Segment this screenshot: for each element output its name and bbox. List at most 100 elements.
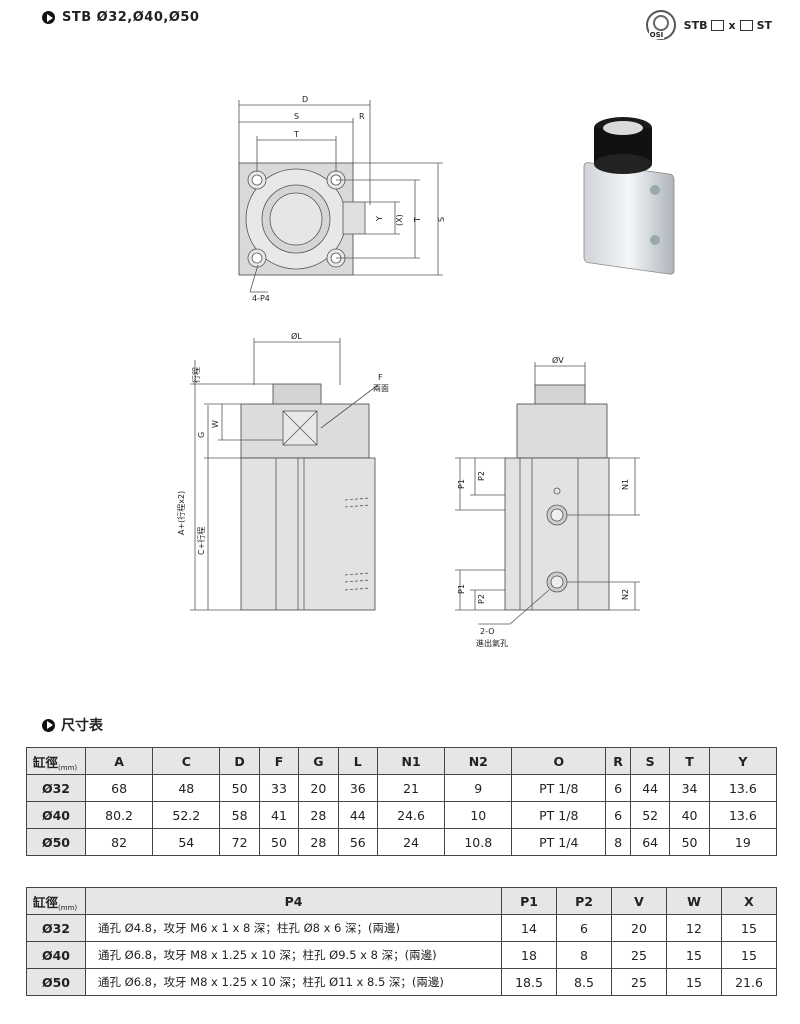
table-cell: 通孔 Ø4.8，攻牙 M6 x 1 x 8 深；柱孔 Ø8 x 6 深；(兩邊)	[85, 914, 502, 942]
table-cell: 25	[611, 968, 667, 996]
column-header: P2	[556, 887, 612, 915]
table-cell: 72	[219, 828, 260, 856]
dim-l: ØL	[291, 331, 302, 341]
page-header: STB Ø32,Ø40,Ø50	[42, 10, 199, 25]
table-cell: 20	[611, 914, 667, 942]
table-cell: 15	[666, 968, 722, 996]
table-cell: 10	[444, 801, 513, 829]
column-header: Y	[708, 747, 778, 775]
dim-f: F	[378, 373, 383, 382]
bore-cell: Ø50	[26, 828, 86, 856]
dim-r: R	[359, 112, 365, 121]
blank-box-icon	[739, 19, 753, 31]
table-cell: 8	[556, 941, 612, 969]
column-header: D	[219, 747, 260, 775]
dim-y: Y	[375, 216, 384, 222]
blank-box-icon	[711, 19, 725, 31]
bullet-icon	[42, 718, 55, 732]
dim-g: G	[197, 432, 206, 438]
model-suffix: ST	[756, 18, 772, 32]
dim-w: W	[211, 420, 220, 428]
table-cell: 50	[669, 828, 710, 856]
table-cell: PT 1/8	[511, 801, 607, 829]
table-cell: 10.8	[444, 828, 513, 856]
bore-cell: Ø40	[26, 801, 86, 829]
table-cell: 44	[337, 801, 378, 829]
column-header: P1	[501, 887, 557, 915]
dim-x: (X)	[395, 214, 404, 226]
table-cell: 8.5	[556, 968, 612, 996]
table-cell: 52	[629, 801, 671, 829]
dim-p1b: P1	[457, 584, 466, 594]
column-header: A	[84, 747, 154, 775]
table-cell: 13.6	[708, 774, 778, 802]
table-cell: 24.6	[376, 801, 446, 829]
dim-o: 2-O	[480, 627, 495, 636]
dim-f-note: 兩面	[373, 384, 389, 393]
brand-logo-icon: OSI	[645, 10, 676, 40]
table-cell: 15	[721, 941, 777, 969]
column-header: X	[721, 887, 777, 915]
dim-stroke: 行程	[191, 367, 201, 383]
table-cell: 21.6	[721, 968, 777, 996]
table-cell: 6	[605, 774, 631, 802]
table-cell: 44	[629, 774, 671, 802]
table-cell: 41	[258, 801, 300, 829]
dim-t-v: T	[413, 217, 422, 223]
table-cell: 54	[152, 828, 221, 856]
table-cell: 6	[556, 914, 612, 942]
column-header: N1	[376, 747, 446, 775]
table-cell: 50	[258, 828, 300, 856]
table-cell: 15	[721, 914, 777, 942]
table-cell: 12	[666, 914, 722, 942]
column-header: P4	[85, 887, 502, 915]
dim-p1a: P1	[457, 479, 466, 489]
page-title: STB Ø32,Ø40,Ø50	[62, 10, 200, 25]
table-cell: 19	[708, 828, 778, 856]
bullet-icon	[42, 11, 55, 24]
table-cell: 8	[605, 828, 631, 856]
dim-t: T	[293, 130, 299, 139]
table-cell: 28	[298, 801, 339, 829]
table-cell: 13.6	[708, 801, 778, 829]
dim-p4: 4-P4	[252, 294, 270, 303]
column-header: S	[629, 747, 671, 775]
table-cell: 15	[666, 941, 722, 969]
table-cell: 25	[611, 941, 667, 969]
table-cell: 通孔 Ø6.8，攻牙 M8 x 1.25 x 10 深；柱孔 Ø9.5 x 8 …	[85, 941, 502, 969]
dim-n2: N2	[621, 589, 630, 600]
table-cell: 36	[337, 774, 378, 802]
table-cell: 18.5	[501, 968, 557, 996]
table-cell: 6	[605, 801, 631, 829]
column-header: V	[611, 887, 667, 915]
column-header: O	[511, 747, 607, 775]
table-cell: 14	[501, 914, 557, 942]
bore-cell: Ø32	[26, 774, 86, 802]
dim-v: ØV	[552, 355, 564, 365]
corner-cell: 缸徑(mm)	[26, 887, 86, 915]
table-cell: 82	[84, 828, 154, 856]
column-header: R	[605, 747, 631, 775]
table-cell: PT 1/4	[511, 828, 607, 856]
column-header: C	[152, 747, 221, 775]
table-cell: 20	[298, 774, 339, 802]
table-cell: 80.2	[84, 801, 154, 829]
table-cell: 68	[84, 774, 154, 802]
column-header: T	[669, 747, 710, 775]
section-title: 尺寸表	[61, 718, 103, 734]
table-cell: 48	[152, 774, 221, 802]
corner-cell: 缸徑(mm)	[26, 747, 86, 775]
table-cell: 通孔 Ø6.8，攻牙 M8 x 1.25 x 10 深；柱孔 Ø11 x 8.5…	[85, 968, 502, 996]
dim-s-v: S	[437, 217, 446, 222]
table-cell: 52.2	[152, 801, 221, 829]
dim-a: A+(行程x2)	[176, 491, 186, 535]
dim-d: D	[302, 95, 308, 104]
bore-cell: Ø40	[26, 941, 86, 969]
table-cell: 40	[669, 801, 710, 829]
